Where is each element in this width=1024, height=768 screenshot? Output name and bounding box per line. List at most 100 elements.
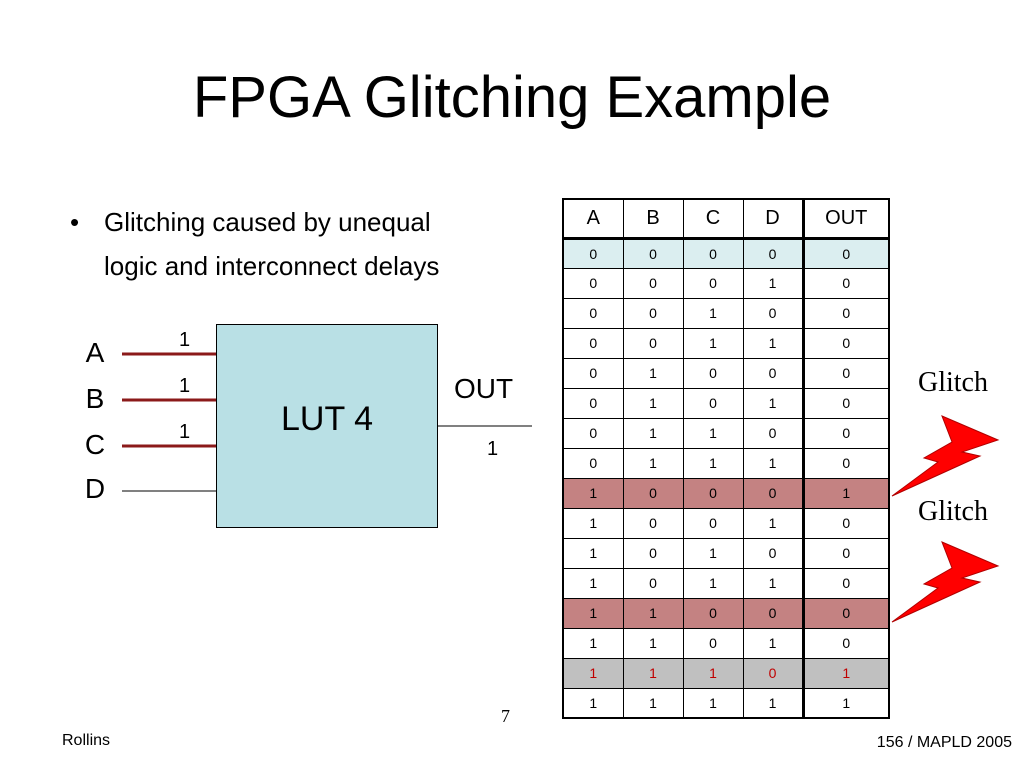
table-cell: 1: [622, 417, 684, 449]
table-cell: 1: [802, 687, 890, 719]
table-cell: 1: [682, 657, 744, 689]
table-cell: 0: [562, 267, 624, 299]
table-cell: 0: [742, 237, 805, 269]
table-cell: 0: [802, 327, 890, 359]
truth-table-header-row: A B C D OUT: [562, 198, 890, 240]
table-cell: 0: [742, 357, 805, 389]
table-cell: 0: [562, 357, 624, 389]
input-label-b: B: [85, 383, 105, 414]
input-label-a: A: [85, 337, 105, 368]
header-d: D: [742, 198, 805, 240]
table-cell: 1: [562, 537, 624, 569]
table-cell: 0: [742, 597, 805, 629]
table-cell: 1: [742, 447, 805, 479]
table-cell: 0: [682, 627, 744, 659]
table-cell: 0: [802, 237, 890, 269]
table-cell: 1: [682, 447, 744, 479]
table-cell: 0: [622, 327, 684, 359]
table-cell: 0: [622, 507, 684, 539]
table-cell: 1: [622, 387, 684, 419]
table-cell: 1: [742, 387, 805, 419]
table-cell: 1: [742, 267, 805, 299]
table-cell: 1: [682, 687, 744, 719]
table-cell: 0: [802, 567, 890, 599]
table-cell: 0: [742, 537, 805, 569]
table-cell: 0: [682, 357, 744, 389]
table-cell: 1: [622, 357, 684, 389]
bullet-glyph: •: [70, 207, 80, 237]
table-cell: 0: [802, 417, 890, 449]
table-cell: 0: [562, 447, 624, 479]
table-cell: 0: [742, 477, 805, 509]
glitch-label-1: Glitch: [918, 367, 988, 398]
footer-conference: 156 / MAPLD 2005: [876, 734, 1012, 751]
table-cell: 0: [562, 387, 624, 419]
table-cell: 0: [622, 297, 684, 329]
table-cell: 0: [682, 597, 744, 629]
footer-author: Rollins: [62, 732, 111, 749]
lightning-bolt-icon: [891, 541, 1000, 623]
table-cell: 0: [802, 267, 890, 299]
input-value-a: 1: [179, 329, 191, 351]
table-cell: 1: [742, 327, 805, 359]
table-cell: 1: [562, 477, 624, 509]
table-cell: 0: [622, 237, 684, 269]
table-cell: 1: [622, 657, 684, 689]
bullet-text-line1: Glitching caused by unequal: [104, 207, 431, 237]
table-cell: 0: [622, 537, 684, 569]
lut-block: LUT 4: [216, 324, 438, 528]
input-value-c: 1: [179, 421, 191, 443]
header-out: OUT: [802, 198, 890, 240]
table-cell: 0: [802, 537, 890, 569]
table-cell: 1: [562, 567, 624, 599]
table-cell: 0: [742, 297, 805, 329]
input-label-d: D: [84, 473, 106, 504]
table-cell: 1: [742, 507, 805, 539]
table-cell: 0: [802, 297, 890, 329]
lightning-bolt-icon: [891, 415, 1000, 497]
table-cell: 1: [742, 567, 805, 599]
table-cell: 1: [742, 627, 805, 659]
table-cell: 0: [802, 597, 890, 629]
table-cell: 1: [562, 687, 624, 719]
table-cell: 1: [742, 687, 805, 719]
table-cell: 1: [622, 447, 684, 479]
bullet-text-line2: logic and interconnect delays: [104, 251, 440, 281]
table-cell: 1: [682, 327, 744, 359]
table-cell: 0: [802, 387, 890, 419]
table-cell: 1: [802, 477, 890, 509]
table-cell: 0: [562, 297, 624, 329]
table-cell: 0: [682, 267, 744, 299]
table-cell: 1: [562, 627, 624, 659]
input-label-c: C: [84, 429, 106, 460]
table-cell: 0: [682, 237, 744, 269]
table-cell: 0: [682, 507, 744, 539]
table-cell: 0: [622, 567, 684, 599]
table-cell: 0: [562, 237, 624, 269]
table-cell: 0: [802, 447, 890, 479]
table-cell: 1: [682, 567, 744, 599]
table-cell: 0: [562, 327, 624, 359]
table-cell: 1: [802, 657, 890, 689]
glitch-label-2: Glitch: [918, 496, 988, 527]
table-cell: 0: [802, 627, 890, 659]
